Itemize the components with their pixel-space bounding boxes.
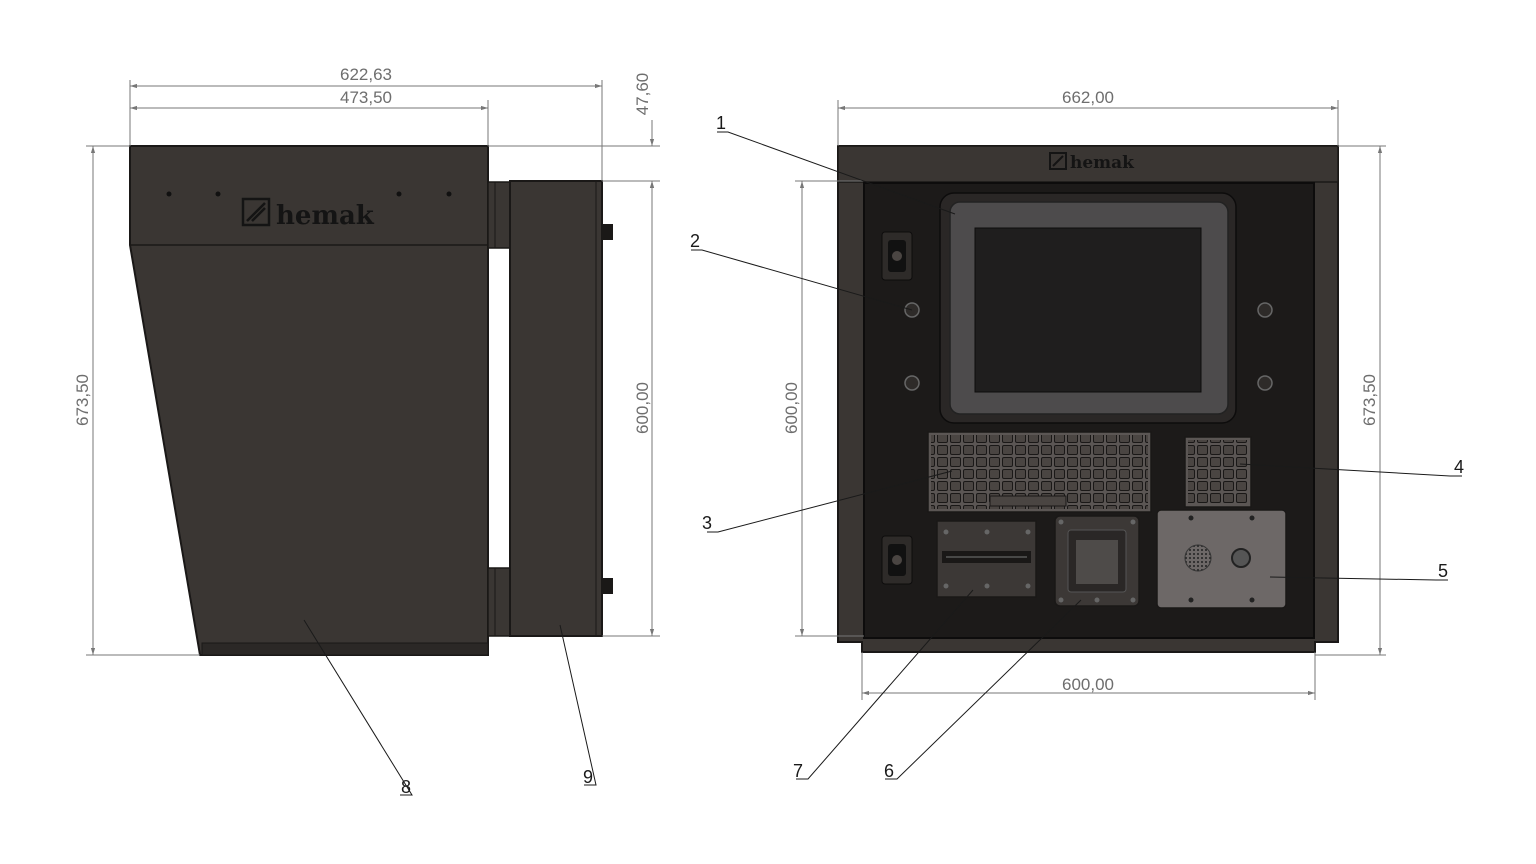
dim-673-50-front: 673,50 <box>1360 374 1379 426</box>
barcode-scanner <box>1054 515 1140 607</box>
dim-600-bottom: 600,00 <box>1062 675 1114 694</box>
front-logo: hemak <box>1049 152 1135 173</box>
callout-2: 2 <box>690 231 700 251</box>
touch-display <box>939 192 1237 424</box>
front-dimensions <box>795 100 1386 700</box>
callout-8: 8 <box>401 777 411 797</box>
side-logo: hemak <box>241 197 375 231</box>
callout-5: 5 <box>1438 561 1448 581</box>
dim-600-front: 600,00 <box>782 382 801 434</box>
callout-3: 3 <box>702 513 712 533</box>
dim-600-side: 600,00 <box>633 382 652 434</box>
dim-473-50: 473,50 <box>340 88 392 107</box>
callout-7: 7 <box>793 761 803 781</box>
intercom-module <box>1156 509 1287 609</box>
callout-1: 1 <box>716 113 726 133</box>
callout-4: 4 <box>1454 457 1464 477</box>
left-switch-bottom <box>881 535 913 585</box>
dim-662: 662,00 <box>1062 88 1114 107</box>
keyboard <box>927 431 1152 513</box>
front-view: hemak <box>837 145 1339 653</box>
side-screws <box>166 191 452 197</box>
side-cabinet <box>509 180 603 637</box>
side-dimensions <box>86 80 660 656</box>
side-logo-text: hemak <box>276 201 375 231</box>
callout-9: 9 <box>583 767 593 787</box>
numeric-keypad <box>1184 436 1252 508</box>
dim-673-50-side: 673,50 <box>73 374 92 426</box>
callout-6: 6 <box>884 761 894 781</box>
dim-47-60: 47,60 <box>633 73 652 116</box>
left-switch-top <box>881 231 913 281</box>
dim-622-63: 622,63 <box>340 65 392 84</box>
leader-lines <box>303 131 1462 796</box>
card-reader <box>936 520 1037 598</box>
front-logo-text: hemak <box>1070 153 1135 173</box>
side-view: hemak <box>129 145 613 656</box>
